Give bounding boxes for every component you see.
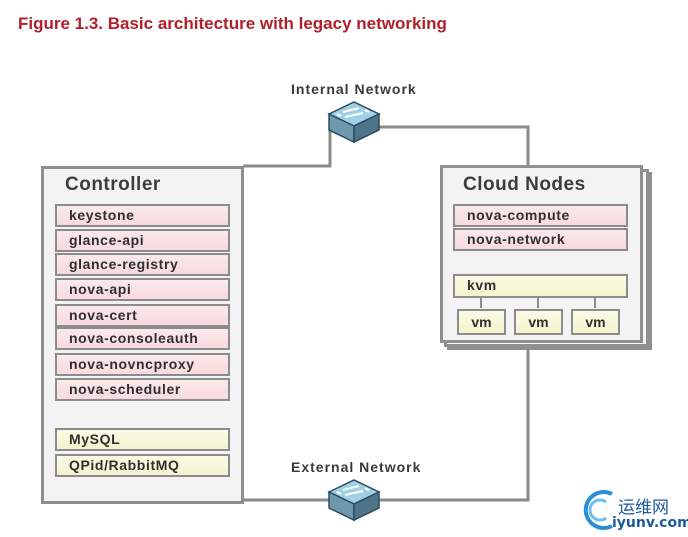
controller-title: Controller <box>65 174 161 195</box>
service-nova-novncproxy: nova-novncproxy <box>55 353 230 376</box>
service-nova-compute: nova-compute <box>453 204 628 227</box>
figure-title: Figure 1.3. Basic architecture with lega… <box>18 14 447 33</box>
internal-network-switch-icon <box>327 101 381 144</box>
service-glance-api: glance-api <box>55 229 230 252</box>
watermark-line2: iyunv.com <box>612 515 688 531</box>
vm-3: vm <box>571 309 620 335</box>
internal-network-label: Internal Network <box>291 81 417 97</box>
internal-network-links <box>243 125 530 168</box>
watermark-logo-icon <box>583 490 613 530</box>
external-network-switch-icon <box>327 479 381 522</box>
service-nova-cert: nova-cert <box>55 304 230 327</box>
service-nova-scheduler: nova-scheduler <box>55 378 230 401</box>
service-nova-consoleauth: nova-consoleauth <box>55 327 230 350</box>
service-nova-api: nova-api <box>55 278 230 301</box>
datastore-message-queue: QPid/RabbitMQ <box>55 454 230 477</box>
vm-2: vm <box>514 309 563 335</box>
external-network-label: External Network <box>291 459 422 475</box>
watermark-line1: 运维网 <box>618 498 669 518</box>
service-nova-network: nova-network <box>453 228 628 251</box>
vm-1: vm <box>457 309 506 335</box>
external-network-links <box>243 347 530 502</box>
hypervisor-kvm: kvm <box>453 274 628 298</box>
service-glance-registry: glance-registry <box>55 253 230 276</box>
datastore-mysql: MySQL <box>55 428 230 451</box>
cloud-nodes-title: Cloud Nodes <box>463 174 586 195</box>
service-keystone: keystone <box>55 204 230 227</box>
